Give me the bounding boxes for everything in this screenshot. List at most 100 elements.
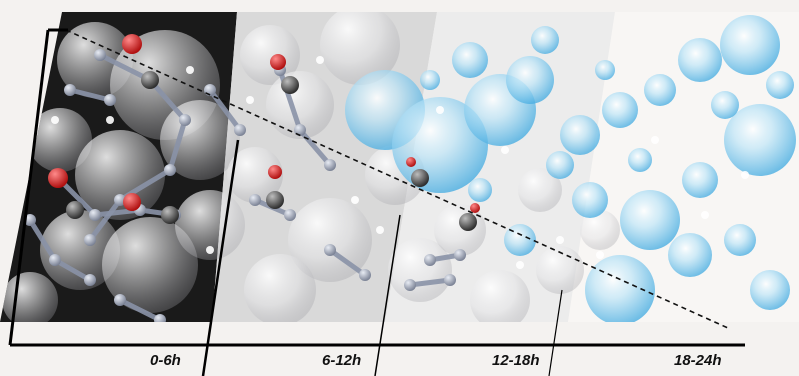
tick-label-6-12h: 6-12h [322, 352, 362, 369]
hydrogen-atom-4 [246, 96, 254, 104]
water-sphere-7 [2, 272, 58, 322]
water-sphere-6 [102, 217, 198, 313]
bond-atom-13 [234, 124, 246, 136]
blue-water-molecule-15 [668, 233, 712, 277]
axis-divider-6-12h [374, 214, 401, 376]
axis-left-edge [8, 29, 50, 346]
bond-atom-11 [104, 94, 116, 106]
blue-water-molecule-26 [750, 270, 790, 310]
oxygen-atom-1 [48, 168, 68, 188]
bond-atom-23 [284, 209, 296, 221]
blue-water-molecule-20 [468, 178, 492, 202]
bond-atom-22 [249, 194, 261, 206]
oxygen-atom-4 [268, 165, 282, 179]
bond-atom-5 [84, 234, 96, 246]
carbon-atom-4 [266, 191, 284, 209]
oxygen-atom-6 [470, 203, 480, 213]
bond-16 [327, 247, 368, 278]
blue-water-molecule-9 [678, 38, 722, 82]
blue-water-molecule-13 [682, 162, 718, 198]
tick-label-12-18h: 12-18h [492, 352, 540, 369]
hydrogen-atom-12 [701, 211, 709, 219]
carbon-atom-1 [66, 201, 84, 219]
water-sphere-3 [75, 130, 165, 220]
blue-water-molecule-14 [620, 190, 680, 250]
blue-water-molecule-19 [504, 224, 536, 256]
bond-atom-21 [324, 159, 336, 171]
water-sphere-16 [388, 238, 452, 302]
hydrogen-atom-0 [186, 66, 194, 74]
axis-divider-12-18h [548, 289, 563, 376]
water-sphere-18 [470, 270, 530, 322]
bond-atom-16 [24, 214, 36, 226]
bond-12 [52, 257, 93, 283]
carbon-atom-5 [411, 169, 429, 187]
blue-water-molecule-5 [531, 26, 559, 54]
hydrogen-atom-5 [316, 56, 324, 64]
bond-atom-10 [64, 84, 76, 96]
water-sphere-2 [28, 108, 92, 172]
bond-11 [27, 217, 58, 263]
water-sphere-20 [536, 246, 584, 294]
hydrogen-atom-11 [651, 136, 659, 144]
blue-water-molecule-25 [724, 224, 756, 256]
blue-water-molecule-7 [602, 92, 638, 128]
bond-atom-27 [444, 274, 456, 286]
water-sphere-19 [518, 168, 562, 212]
carbon-atom-2 [161, 206, 179, 224]
bond-5 [57, 177, 98, 218]
molecule-layer [2, 12, 796, 322]
hydrogen-atom-3 [206, 246, 214, 254]
blue-water-molecule-24 [711, 91, 739, 119]
hydrogen-atom-7 [376, 226, 384, 234]
hydrogen-atom-10 [596, 251, 604, 259]
bond-atom-17 [49, 254, 61, 266]
bond-0 [97, 52, 153, 83]
oxygen-atom-3 [270, 54, 286, 70]
hydrogen-atom-14 [516, 261, 524, 269]
tick-label-0-6h: 0-6h [150, 352, 181, 369]
bond-atom-26 [404, 279, 416, 291]
blue-water-molecule-18 [546, 151, 574, 179]
bond-atom-3 [164, 164, 176, 176]
bond-atom-2 [179, 114, 191, 126]
blue-water-molecule-12 [724, 104, 796, 176]
bond-atom-20 [294, 124, 306, 136]
blue-water-molecule-21 [420, 70, 440, 90]
blue-water-molecule-1 [392, 97, 488, 193]
hydrogen-atom-6 [351, 196, 359, 204]
bond-atom-0 [94, 49, 106, 61]
bond-8 [67, 87, 113, 103]
bond-atom-29 [454, 249, 466, 261]
blue-water-molecule-8 [644, 74, 676, 106]
bond-4 [87, 197, 123, 243]
water-sphere-13 [244, 254, 316, 322]
carbon-atom-0 [141, 71, 159, 89]
bond-atom-15 [154, 314, 166, 322]
blue-water-molecule-3 [506, 56, 554, 104]
bond-14 [297, 127, 333, 168]
bond-10 [117, 297, 163, 322]
hydrogen-atom-1 [106, 116, 114, 124]
bond-atom-24 [324, 244, 336, 256]
oxygen-atom-2 [123, 193, 141, 211]
blue-water-molecule-10 [720, 15, 780, 75]
bond-atom-18 [84, 274, 96, 286]
hydrogen-atom-8 [436, 106, 444, 114]
bond-atom-25 [359, 269, 371, 281]
hydrogen-atom-15 [556, 236, 564, 244]
oxygen-atom-0 [122, 34, 142, 54]
hydrogen-atom-13 [741, 171, 749, 179]
blue-water-molecule-23 [628, 148, 652, 172]
blue-water-molecule-6 [560, 115, 600, 155]
bond-17 [407, 277, 453, 288]
water-sphere-21 [580, 210, 620, 250]
water-sphere-11 [227, 147, 283, 203]
time-axis [8, 28, 745, 376]
axis-divider-0-6h [201, 139, 240, 376]
water-sphere-12 [288, 198, 372, 282]
water-sphere-14 [320, 12, 400, 85]
carbon-atom-3 [281, 76, 299, 94]
